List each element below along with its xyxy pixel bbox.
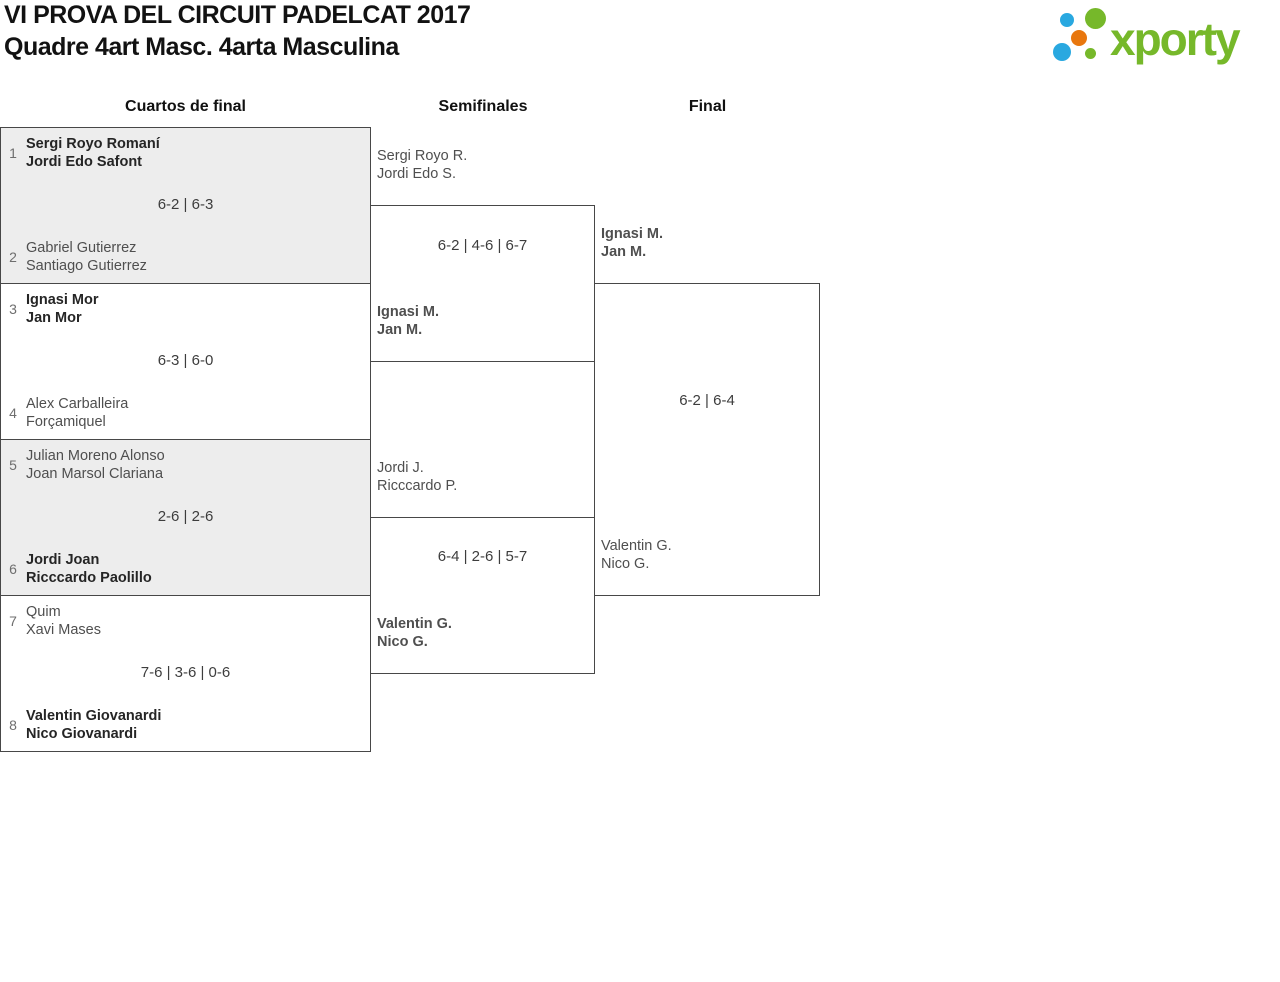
player-name: Joan Marsol Clariana xyxy=(26,466,164,482)
match-score: 6-3 | 6-0 xyxy=(157,352,214,369)
team-ignasi-jan-sf: Ignasi M. Jan M. xyxy=(377,303,439,339)
player-name: Valentin Giovanardi xyxy=(26,708,162,724)
round-header-final: Final xyxy=(688,98,727,115)
player-name: Nico G. xyxy=(377,634,428,650)
team-alex-forcamiquel: Alex Carballeira Forçamiquel xyxy=(26,395,128,431)
match-score: 6-2 | 6-3 xyxy=(157,196,214,213)
player-name: Jordi J. xyxy=(377,460,424,476)
player-name: Julian Moreno Alonso xyxy=(26,448,165,464)
seed-number: 4 xyxy=(9,405,17,421)
team-valentin-nico-sf: Valentin G. Nico G. xyxy=(377,615,452,651)
logo-dot-green-large-icon xyxy=(1085,8,1106,29)
player-name: Jan Mor xyxy=(26,310,82,326)
page-subtitle: Quadre 4art Masc. 4arta Masculina xyxy=(4,33,399,61)
page-title: VI PROVA DEL CIRCUIT PADELCAT 2017 xyxy=(4,1,471,29)
player-name: Jan M. xyxy=(377,322,423,338)
xporty-logo-text: xporty xyxy=(1110,13,1241,65)
player-name: Jordi Joan xyxy=(26,552,100,568)
team-ignasi-jan-final: Ignasi M. Jan M. xyxy=(601,225,663,261)
xporty-logo[interactable]: xporty xyxy=(1048,4,1278,76)
logo-dot-blue-small-icon xyxy=(1060,13,1074,27)
team-jordi-ricccardo-sf: Jordi J. Ricccardo P. xyxy=(377,459,457,495)
team-jordi-ricccardo: Jordi Joan Ricccardo Paolillo xyxy=(26,551,152,587)
team-quim-xavi: Quim Xavi Mases xyxy=(26,603,101,639)
team-gabriel-santiago: Gabriel Gutierrez Santiago Gutierrez xyxy=(26,239,147,275)
player-name: Ignasi Mor xyxy=(26,292,99,308)
seed-number: 1 xyxy=(9,145,17,161)
player-name: Ignasi M. xyxy=(377,304,440,320)
player-name: Valentin G. xyxy=(601,538,672,554)
player-name: Jordi Edo S. xyxy=(377,166,456,182)
player-name: Sergi Royo R. xyxy=(377,148,468,164)
team-sergi-jordi-sf: Sergi Royo R. Jordi Edo S. xyxy=(377,147,467,183)
match-quarterfinal-3: 5 Julian Moreno Alonso Joan Marsol Clari… xyxy=(0,439,371,596)
player-name: Santiago Gutierrez xyxy=(26,258,147,274)
player-name: Ignasi M. xyxy=(601,226,664,242)
seed-number: 5 xyxy=(9,457,17,473)
logo-dot-blue-medium-icon xyxy=(1053,43,1071,61)
match-quarterfinal-2: 3 Ignasi Mor Jan Mor 6-3 | 6-0 4 Alex Ca… xyxy=(0,283,371,440)
match-quarterfinal-4: 7 Quim Xavi Mases 7-6 | 3-6 | 0-6 8 Vale… xyxy=(0,595,371,752)
team-valentin-nico-final: Valentin G. Nico G. xyxy=(601,537,672,573)
match-score: 6-2 | 4-6 | 6-7 xyxy=(437,237,528,254)
seed-number: 3 xyxy=(9,301,17,317)
player-name: Alex Carballeira xyxy=(26,396,129,412)
player-name: Quim xyxy=(26,604,61,620)
match-score: 6-2 | 6-4 xyxy=(679,392,735,409)
player-name: Valentin G. xyxy=(377,616,452,632)
team-valentin-nico: Valentin Giovanardi Nico Giovanardi xyxy=(26,707,161,743)
match-final-box xyxy=(594,283,820,596)
player-name: Ricccardo Paolillo xyxy=(26,570,152,586)
round-header-semifinals: Semifinales xyxy=(438,98,528,115)
player-name: Xavi Mases xyxy=(26,622,101,638)
player-name: Ricccardo P. xyxy=(377,478,458,494)
team-ignasi-jan: Ignasi Mor Jan Mor xyxy=(26,291,99,327)
seed-number: 8 xyxy=(9,717,17,733)
logo-dot-green-small-icon xyxy=(1085,48,1096,59)
logo-dot-orange-icon xyxy=(1071,30,1087,46)
match-score: 2-6 | 2-6 xyxy=(157,508,214,525)
player-name: Forçamiquel xyxy=(26,414,106,430)
player-name: Gabriel Gutierrez xyxy=(26,240,137,256)
round-header-quarterfinals: Cuartos de final xyxy=(125,98,246,115)
match-score: 7-6 | 3-6 | 0-6 xyxy=(140,664,231,681)
player-name: Nico G. xyxy=(601,556,650,572)
player-name: Jordi Edo Safont xyxy=(26,154,142,170)
team-sergi-jordi: Sergi Royo Romaní Jordi Edo Safont xyxy=(26,135,160,171)
match-quarterfinal-1: 1 Sergi Royo Romaní Jordi Edo Safont 6-2… xyxy=(0,127,371,284)
match-score: 6-4 | 2-6 | 5-7 xyxy=(437,548,528,565)
seed-number: 7 xyxy=(9,613,17,629)
player-name: Jan M. xyxy=(601,244,647,260)
seed-number: 6 xyxy=(9,561,17,577)
seed-number: 2 xyxy=(9,249,17,265)
team-julian-joan: Julian Moreno Alonso Joan Marsol Clarian… xyxy=(26,447,165,483)
player-name: Nico Giovanardi xyxy=(26,726,138,742)
player-name: Sergi Royo Romaní xyxy=(26,136,160,152)
